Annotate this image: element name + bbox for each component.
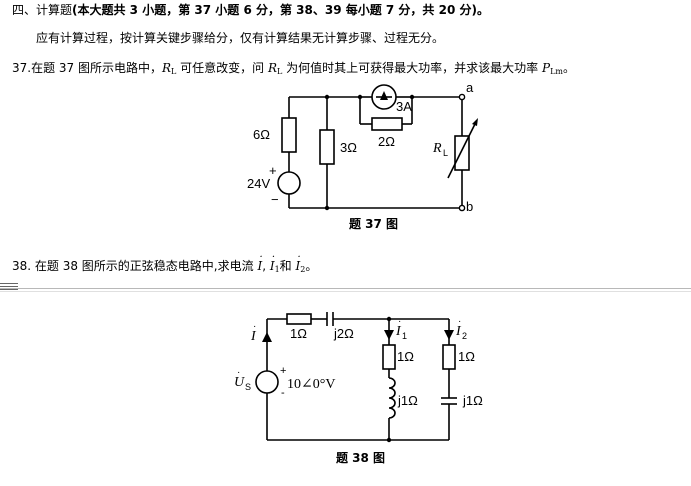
- fig38-xl-label: j1Ω: [397, 393, 418, 408]
- q37-rl-sub: L: [171, 67, 177, 76]
- q38-text-sep: ,: [262, 259, 270, 273]
- fig38-r1-top-label: 1Ω: [290, 326, 307, 341]
- fig38-caption: 题 38 图: [336, 451, 385, 465]
- fig38-xc-right-label: j1Ω: [462, 393, 483, 408]
- q37-text-c: 为何值时其上可获得最大功率，并求该最大功率: [282, 61, 542, 75]
- q38-text-a: 38. 在题 38 图所示的正弦稳态电路中,求电流: [12, 259, 258, 273]
- q38-text-end: 。: [305, 259, 318, 273]
- fig37-rl-label: R: [432, 141, 442, 156]
- fig37-current-source-label: 3A: [396, 99, 412, 114]
- q37-rl-sub-2: L: [277, 67, 283, 76]
- fig37-r3-label: 3Ω: [340, 140, 357, 155]
- q38-question: 38. 在题 38 图所示的正弦稳态电路中,求电流 I·, I·1和 I·2。: [12, 252, 318, 278]
- fig37-rl-sub: L: [443, 148, 448, 158]
- current-arrow-i1: [384, 330, 394, 340]
- variable-resistor-arrow: [472, 118, 478, 126]
- fig37-node-a: a: [466, 80, 474, 95]
- q38-i1-sub: 1: [274, 265, 280, 274]
- fig38-current-i2-sub: 2: [462, 331, 467, 341]
- section-title: 四、计算题: [12, 3, 73, 17]
- q37-question: 37.在题 37 图所示电路中，RL 可任意改变，问 RL 为何值时其上可获得最…: [12, 60, 575, 80]
- section-note: (本大题共 3 小题，第 37 小题 6 分，第 38、39 每小题 7 分，共…: [72, 3, 489, 17]
- fig38-dot-u: ·: [237, 367, 240, 378]
- fig38-minus-sign: -: [281, 387, 285, 399]
- instruction-text: 应有计算过程，按计算关键步骤给分，仅有计算结果无计算步骤、过程无分。: [36, 31, 445, 45]
- q38-i2-sub: 2: [300, 265, 306, 274]
- q37-rl-symbol: R: [161, 61, 172, 75]
- q38-current-i1: I·: [269, 252, 276, 273]
- fig38-source-u: U: [234, 375, 245, 390]
- fig38-source-u-sub: S: [245, 382, 251, 392]
- fig37-r6-label: 6Ω: [253, 127, 270, 142]
- q38-text-and: 和: [279, 259, 296, 273]
- fig38-r1-right-label: 1Ω: [458, 349, 475, 364]
- fig38-plus-sign: +: [280, 365, 286, 377]
- current-arrow-i: [262, 332, 272, 342]
- fig38-current-i: I: [250, 329, 257, 344]
- fig37-node-b: b: [466, 199, 473, 214]
- q37-text-a: 37.在题 37 图所示电路中，: [12, 61, 162, 75]
- fig37-r2-label: 2Ω: [378, 134, 395, 149]
- fig38-current-i1-sub: 1: [402, 331, 407, 341]
- fig37-voltage-label: 24V: [247, 176, 270, 191]
- fig38-current-i1: I: [395, 324, 402, 339]
- q38-current-i2: I·: [295, 252, 301, 273]
- fig38-xc-top-label: j2Ω: [333, 326, 354, 341]
- fig38-dot-i2: ·: [458, 316, 461, 327]
- current-arrow-i2: [444, 330, 454, 340]
- fig37-caption: 题 37 图: [349, 217, 398, 231]
- page-margin-marker: [0, 283, 18, 293]
- fig38-r1-mid-label: 1Ω: [397, 349, 414, 364]
- q38-current-i: I·: [257, 252, 263, 273]
- section-heading: 四、计算题(本大题共 3 小题，第 37 小题 6 分，第 38、39 每小题 …: [12, 2, 489, 18]
- fig38-dot-i1: ·: [398, 316, 401, 327]
- q37-rl-symbol-2: R: [267, 61, 278, 75]
- current-source-arrow: [380, 91, 388, 100]
- fig37-minus-sign: −: [271, 192, 279, 207]
- fig38-source-value: 10∠0°V: [287, 377, 335, 392]
- page-break-line: [0, 288, 691, 292]
- q37-text-b: 可任意改变，问: [176, 61, 268, 75]
- fig38-dot-i: ·: [253, 321, 256, 332]
- q37-text-d: 。: [562, 61, 575, 75]
- fig38-current-i2: I: [455, 324, 462, 339]
- q37-p-symbol: P: [541, 61, 551, 75]
- fig37-plus-sign: +: [269, 163, 277, 178]
- q37-p-sub: Lm: [550, 67, 563, 76]
